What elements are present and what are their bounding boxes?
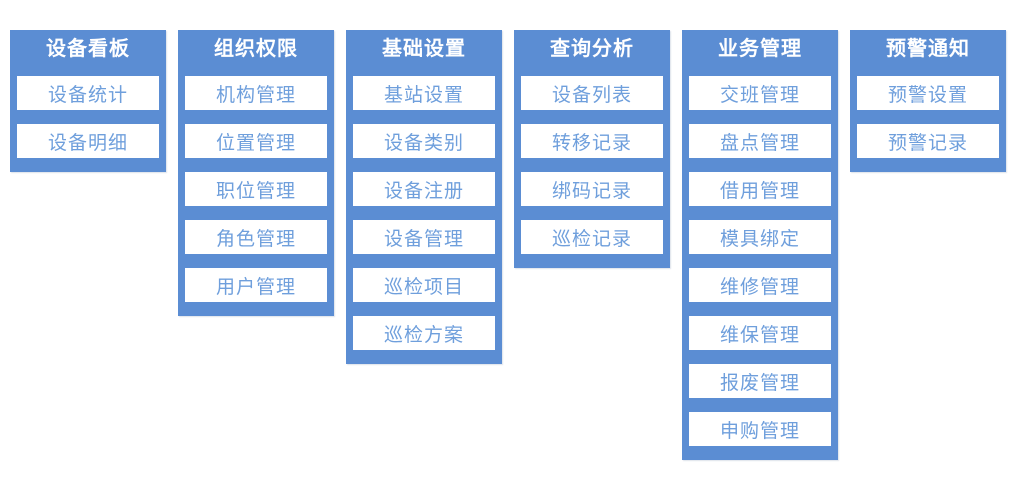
menu-item[interactable]: 巡检记录 bbox=[521, 220, 663, 254]
menu-item[interactable]: 报废管理 bbox=[689, 364, 831, 398]
menu-item[interactable]: 预警设置 bbox=[857, 76, 999, 110]
menu-item[interactable]: 设备列表 bbox=[521, 76, 663, 110]
menu-column: 业务管理 交班管理盘点管理借用管理模具绑定维修管理维保管理报废管理申购管理 bbox=[682, 30, 838, 460]
menu-column: 基础设置 基站设置设备类别设备注册设备管理巡检项目巡检方案 bbox=[346, 30, 502, 364]
column-header: 基础设置 bbox=[382, 37, 466, 60]
menu-item[interactable]: 角色管理 bbox=[185, 220, 327, 254]
menu-column: 预警通知 预警设置预警记录 bbox=[850, 30, 1006, 172]
menu-item[interactable]: 设备类别 bbox=[353, 124, 495, 158]
menu-item[interactable]: 转移记录 bbox=[521, 124, 663, 158]
menu-item[interactable]: 设备管理 bbox=[353, 220, 495, 254]
menu-item[interactable]: 模具绑定 bbox=[689, 220, 831, 254]
menu-item[interactable]: 位置管理 bbox=[185, 124, 327, 158]
menu-column: 组织权限 机构管理位置管理职位管理角色管理用户管理 bbox=[178, 30, 334, 316]
menu-item[interactable]: 巡检项目 bbox=[353, 268, 495, 302]
menu-column: 设备看板 设备统计设备明细 bbox=[10, 30, 166, 172]
menu-diagram: 设备看板 设备统计设备明细 组织权限 机构管理位置管理职位管理角色管理用户管理 … bbox=[10, 30, 1006, 460]
menu-item[interactable]: 巡检方案 bbox=[353, 316, 495, 350]
menu-item[interactable]: 基站设置 bbox=[353, 76, 495, 110]
menu-column: 查询分析 设备列表转移记录绑码记录巡检记录 bbox=[514, 30, 670, 268]
column-header: 业务管理 bbox=[718, 37, 802, 60]
menu-item[interactable]: 机构管理 bbox=[185, 76, 327, 110]
menu-item[interactable]: 设备明细 bbox=[17, 124, 159, 158]
column-header: 预警通知 bbox=[886, 37, 970, 60]
menu-item[interactable]: 设备注册 bbox=[353, 172, 495, 206]
menu-item[interactable]: 维保管理 bbox=[689, 316, 831, 350]
menu-item[interactable]: 申购管理 bbox=[689, 412, 831, 446]
menu-item[interactable]: 绑码记录 bbox=[521, 172, 663, 206]
menu-item[interactable]: 维修管理 bbox=[689, 268, 831, 302]
column-header: 组织权限 bbox=[214, 37, 298, 60]
menu-item[interactable]: 交班管理 bbox=[689, 76, 831, 110]
menu-item[interactable]: 借用管理 bbox=[689, 172, 831, 206]
menu-item[interactable]: 盘点管理 bbox=[689, 124, 831, 158]
menu-item[interactable]: 用户管理 bbox=[185, 268, 327, 302]
menu-item[interactable]: 设备统计 bbox=[17, 76, 159, 110]
column-header: 查询分析 bbox=[550, 37, 634, 60]
menu-item[interactable]: 预警记录 bbox=[857, 124, 999, 158]
menu-item[interactable]: 职位管理 bbox=[185, 172, 327, 206]
column-header: 设备看板 bbox=[46, 37, 130, 60]
